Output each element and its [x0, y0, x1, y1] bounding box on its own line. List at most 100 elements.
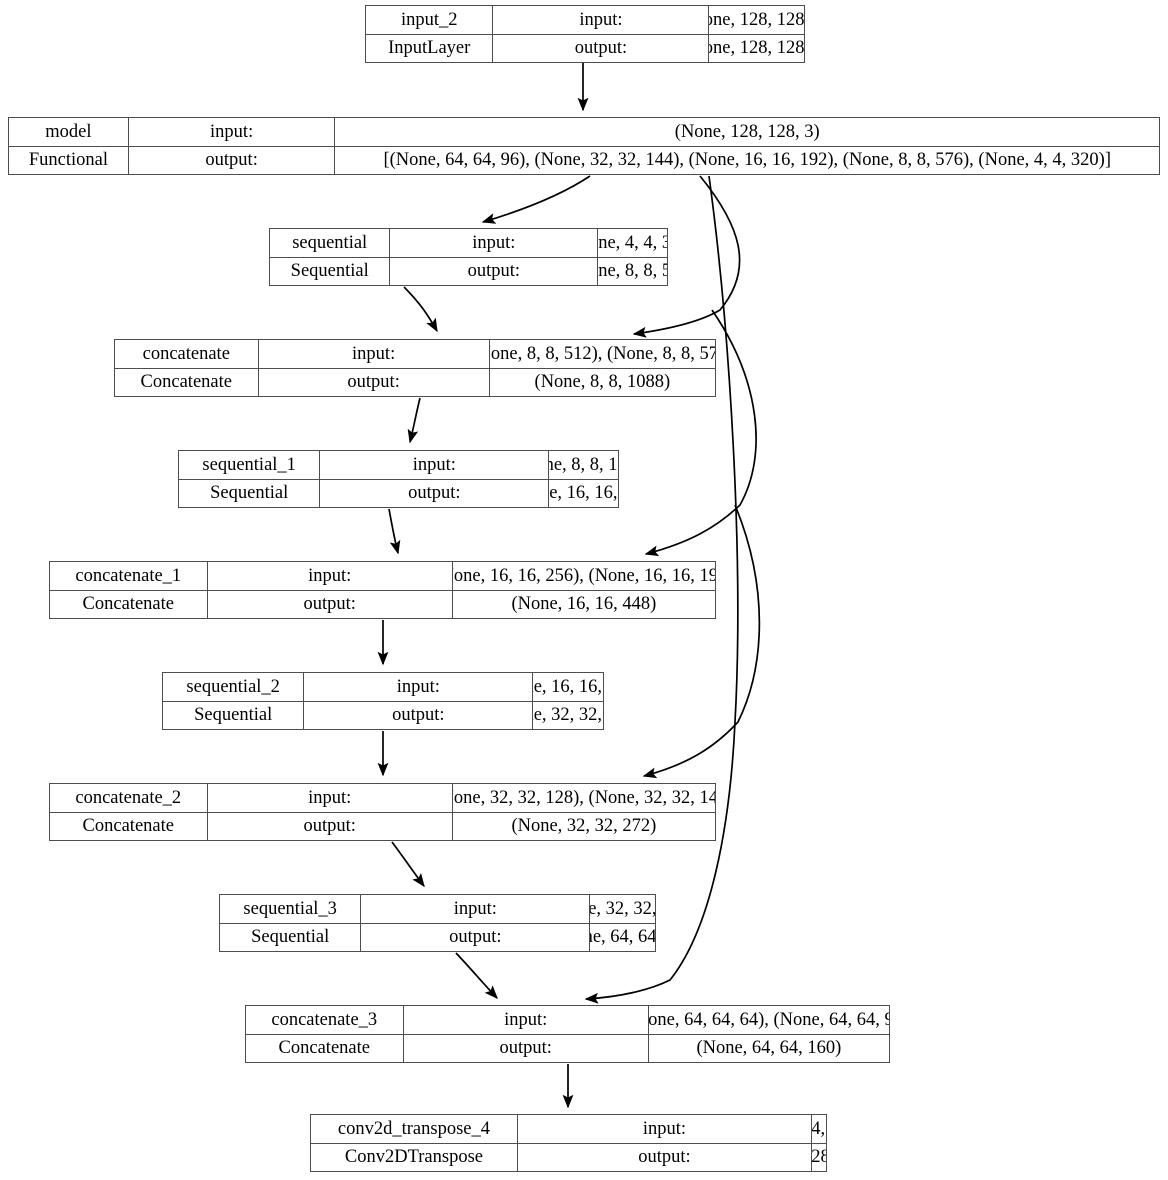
- node-output-label: output:: [320, 479, 550, 507]
- edge-model-to-sequential: [481, 175, 591, 224]
- node-output-label: output:: [304, 701, 534, 729]
- edge-sequential-to-concatenate: [403, 286, 438, 333]
- node-input-shape: [(None, 8, 8, 512), (None, 8, 8, 576)]: [490, 343, 715, 364]
- node-input-shape: (None, 8, 8, 1088): [549, 454, 618, 475]
- node-output-label: output:: [404, 1034, 649, 1062]
- node-input-shape: (None, 128, 128, 3): [674, 121, 820, 142]
- node-title: concatenate: [115, 340, 259, 368]
- node-input-label: input:: [129, 118, 336, 146]
- node-input-label: input:: [493, 6, 710, 34]
- node-output-label: output:: [493, 34, 710, 62]
- node-output-shape: (None, 64, 64, 160): [696, 1038, 842, 1058]
- node-class: Concatenate: [50, 590, 208, 618]
- node-title: sequential_1: [179, 451, 321, 479]
- node-input-shape: [(None, 32, 32, 128), (None, 32, 32, 144…: [453, 787, 716, 808]
- node-output-shape: (None, 8, 8, 512): [598, 261, 667, 281]
- node-title: concatenate_3: [246, 1006, 404, 1034]
- node-input-label: input:: [390, 229, 599, 257]
- node-input-shape: [(None, 16, 16, 256), (None, 16, 16, 192…: [453, 565, 716, 586]
- edge-model-to-concatenate_2: [642, 504, 761, 779]
- node-output-shape: [(None, 128, 128, 3)]: [709, 38, 804, 58]
- node-input-shape: (None, 64, 64, 160): [812, 1118, 826, 1139]
- edge-concatenate-to-sequential_1: [407, 397, 421, 444]
- node-output-shape: (None, 32, 32, 128): [533, 705, 603, 725]
- node-title: model: [9, 118, 129, 146]
- node-class: Sequential: [270, 257, 391, 285]
- node-input-label: input:: [361, 895, 591, 923]
- node-class: InputLayer: [366, 34, 494, 62]
- edge-concatenate_2-to-sequential_3: [391, 841, 425, 888]
- node-title: sequential: [270, 229, 391, 257]
- node-input-shape: (None, 16, 16, 448): [533, 676, 603, 697]
- node-output-label: output:: [259, 368, 490, 396]
- node-input-label: input:: [518, 1115, 812, 1143]
- node-class: Sequential: [163, 701, 305, 729]
- node-output-shape: (None, 64, 64, 64): [590, 927, 655, 947]
- node-output-shape: (None, 16, 16, 256): [549, 483, 618, 503]
- node-output-shape: (None, 16, 16, 448): [511, 594, 657, 614]
- node-output-label: output:: [129, 146, 336, 174]
- node-title: sequential_3: [220, 895, 362, 923]
- node-input-label: input:: [304, 673, 534, 701]
- edge-sequential_3-to-concatenate_3: [455, 952, 498, 999]
- edge-sequential_1-to-concatenate_1: [388, 508, 401, 555]
- node-output-label: output:: [361, 923, 591, 951]
- node-title: concatenate_2: [50, 784, 208, 812]
- node-output-shape: (None, 8, 8, 1088): [534, 372, 671, 392]
- node-input-shape: (None, 4, 4, 320): [598, 232, 667, 253]
- node-input-label: input:: [259, 340, 490, 368]
- node-input-label: input:: [208, 562, 453, 590]
- node-title: sequential_2: [163, 673, 305, 701]
- node-class: Concatenate: [50, 812, 208, 840]
- node-input-label: input:: [404, 1006, 649, 1034]
- node-class: Concatenate: [246, 1034, 404, 1062]
- node-output-label: output:: [390, 257, 599, 285]
- node-output-label: output:: [518, 1143, 812, 1171]
- node-input-shape: (None, 32, 32, 272): [590, 898, 655, 919]
- node-input-shape: [(None, 128, 128, 3)]: [709, 9, 804, 30]
- node-output-shape: (None, 32, 32, 272): [511, 816, 657, 836]
- node-class: Concatenate: [115, 368, 259, 396]
- node-output-label: output:: [208, 812, 453, 840]
- node-class: Functional: [9, 146, 129, 174]
- node-input-label: input:: [320, 451, 550, 479]
- node-output-label: output:: [208, 590, 453, 618]
- node-output-shape: (None, 128, 128, 3): [812, 1147, 826, 1167]
- node-output-shape: [(None, 64, 64, 96), (None, 32, 32, 144)…: [383, 150, 1111, 170]
- node-input-shape: [(None, 64, 64, 64), (None, 64, 64, 96)]: [648, 1009, 889, 1030]
- node-title: conv2d_transpose_4: [311, 1115, 518, 1143]
- node-class: Sequential: [179, 479, 321, 507]
- node-class: Sequential: [220, 923, 362, 951]
